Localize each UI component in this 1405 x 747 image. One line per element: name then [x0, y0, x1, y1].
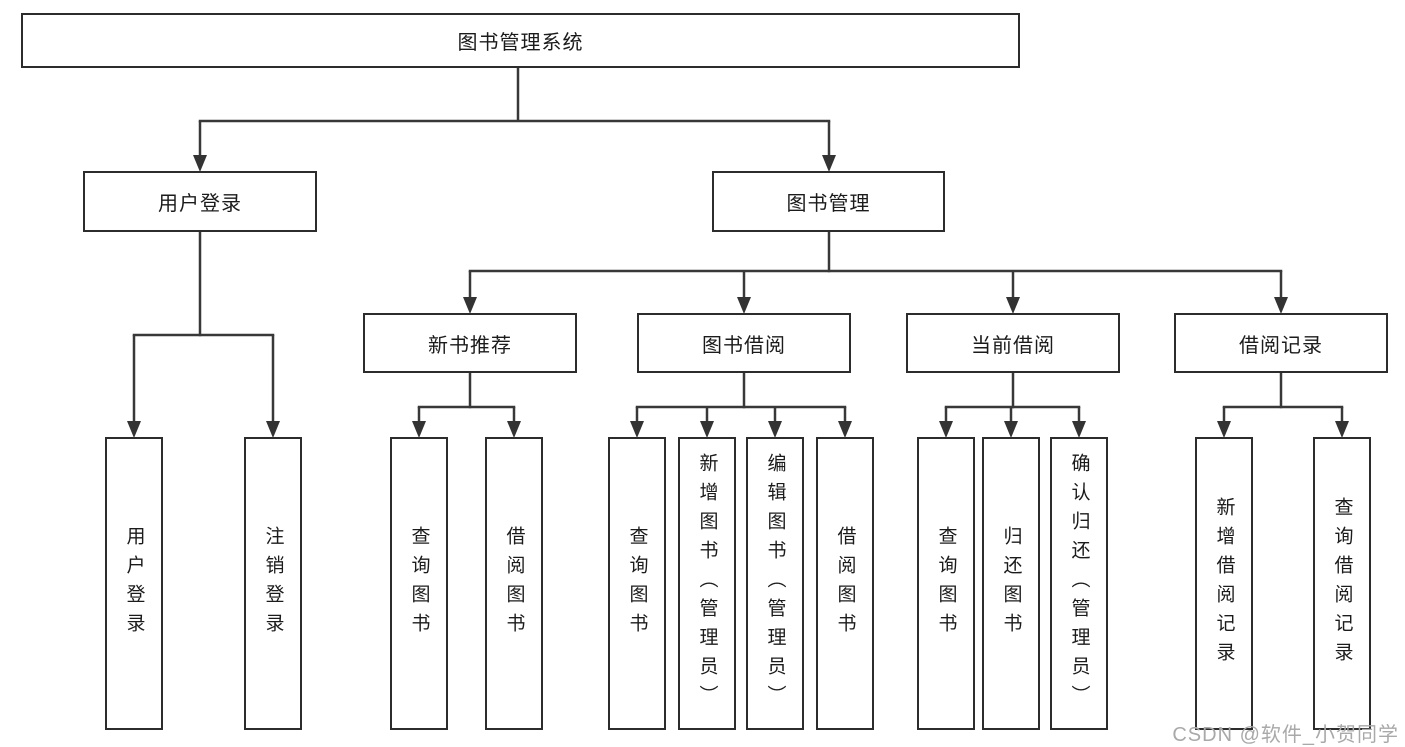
node-label: 借阅图书: [834, 525, 856, 642]
node-root: 图书管理系统: [21, 13, 1020, 68]
node-label: 当前借阅: [971, 334, 1055, 357]
node-label: 用户登录: [158, 193, 242, 215]
node-label: 新增借阅记录: [1213, 496, 1235, 671]
node-book-management: 图书管理: [712, 171, 945, 232]
node-user-login-branch: 用户登录: [83, 171, 317, 232]
node-new-book-recommend: 新书推荐: [363, 313, 577, 373]
node-return-books: 归还图书: [982, 437, 1040, 730]
node-add-book-admin: 新增图书（管理员）: [678, 437, 736, 730]
node-add-borrow-record: 新增借阅记录: [1195, 437, 1253, 730]
node-query-books-recommend: 查询图书: [390, 437, 448, 730]
node-label: 用户登录: [123, 525, 145, 642]
node-query-borrow-record: 查询借阅记录: [1313, 437, 1371, 730]
node-label: 查询图书: [935, 525, 957, 642]
node-book-borrow: 图书借阅: [637, 313, 851, 373]
arrowhead-icons: [127, 155, 1349, 438]
node-label: 借阅记录: [1239, 334, 1323, 357]
node-label: 查询图书: [626, 525, 648, 642]
node-label: 新书推荐: [428, 334, 512, 357]
node-label: 编辑图书（管理员）: [764, 453, 786, 714]
node-label: 确认归还（管理员）: [1068, 453, 1090, 714]
node-logout: 注销登录: [244, 437, 302, 730]
node-label: 注销登录: [262, 525, 284, 642]
node-query-books-current: 查询图书: [917, 437, 975, 730]
node-edit-book-admin: 编辑图书（管理员）: [746, 437, 804, 730]
csdn-watermark: CSDN @软件_小贺同学: [1172, 724, 1399, 746]
node-label: 图书借阅: [702, 334, 786, 357]
node-user-login: 用户登录: [105, 437, 163, 730]
node-label: 新增图书（管理员）: [696, 453, 718, 714]
node-root-label: 图书管理系统: [457, 32, 584, 54]
node-label: 归还图书: [1000, 525, 1022, 642]
node-query-books-borrow: 查询图书: [608, 437, 666, 730]
node-label: 借阅图书: [503, 525, 525, 642]
node-borrow-books-recommend: 借阅图书: [485, 437, 543, 730]
node-confirm-return-admin: 确认归还（管理员）: [1050, 437, 1108, 730]
node-label: 查询借阅记录: [1331, 496, 1353, 671]
node-label: 图书管理: [786, 193, 871, 215]
node-current-borrow: 当前借阅: [906, 313, 1120, 373]
node-label: 查询图书: [408, 525, 430, 642]
node-borrow-records: 借阅记录: [1174, 313, 1388, 373]
node-borrow-books: 借阅图书: [816, 437, 874, 730]
